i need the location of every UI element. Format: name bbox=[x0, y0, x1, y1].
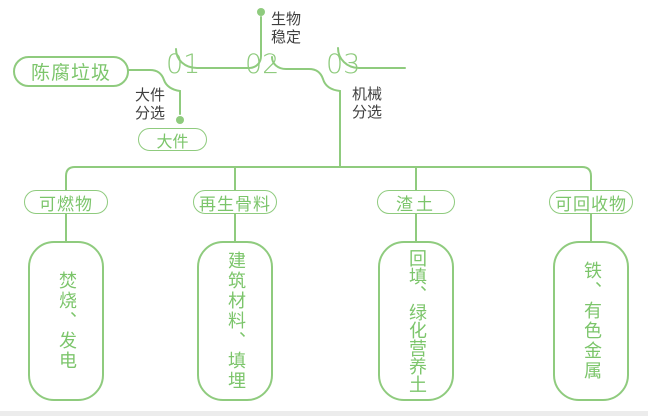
label-bulky-sorting: 大件 分选 bbox=[135, 86, 166, 122]
result-text: 回填、绿化营养土 bbox=[406, 249, 427, 393]
step-number-01: 01 bbox=[166, 49, 201, 80]
bulky-output-label: 大件 bbox=[156, 131, 189, 151]
result-text: 铁、有色金属 bbox=[581, 261, 602, 381]
wire-01-to-bio bbox=[175, 16, 262, 69]
result-box-recycled-aggregate: 建筑材料、填埋 bbox=[197, 241, 273, 401]
result-text: 焚烧、发电 bbox=[56, 271, 77, 371]
category-pill-slag-soil: 渣土 bbox=[377, 190, 455, 215]
junction-dot-bulky bbox=[176, 116, 184, 124]
result-box-slag-soil: 回填、绿化营养土 bbox=[378, 241, 454, 401]
category-label: 渣土 bbox=[396, 194, 436, 215]
category-label: 再生骨料 bbox=[199, 194, 271, 215]
label-mechanical-sorting: 机械 分选 bbox=[352, 85, 383, 121]
wire-02-to-distribution bbox=[271, 56, 341, 168]
source-pill: 陈腐垃圾 bbox=[13, 56, 129, 87]
source-pill-label: 陈腐垃圾 bbox=[30, 62, 111, 84]
wire-03-continue bbox=[337, 47, 406, 69]
category-pill-recyclables: 可回收物 bbox=[549, 190, 633, 215]
step-number-03: 03 bbox=[326, 49, 361, 80]
bulky-output-pill: 大件 bbox=[138, 128, 207, 151]
result-box-recyclables: 铁、有色金属 bbox=[553, 241, 629, 401]
result-box-combustibles: 焚烧、发电 bbox=[28, 241, 104, 401]
category-label: 可燃物 bbox=[39, 194, 93, 215]
result-text: 建筑材料、填埋 bbox=[225, 251, 246, 391]
category-pill-recycled-aggregate: 再生骨料 bbox=[193, 190, 277, 215]
label-bio-stabilization: 生物 稳定 bbox=[271, 10, 302, 46]
step-number-02: 02 bbox=[245, 49, 280, 80]
category-pill-combustibles: 可燃物 bbox=[24, 190, 108, 215]
distribution-bar bbox=[65, 166, 592, 192]
bottom-edge-strip bbox=[0, 411, 648, 416]
junction-dot-bio bbox=[257, 8, 265, 16]
category-label: 可回收物 bbox=[555, 194, 627, 215]
wire-source-to-bulky bbox=[128, 69, 181, 115]
